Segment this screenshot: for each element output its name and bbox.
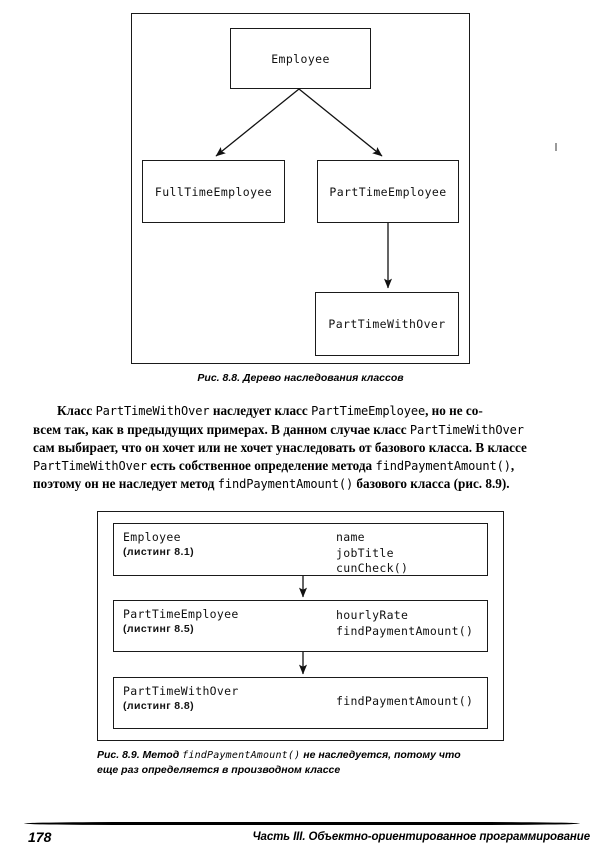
member-item: cunCheck() (336, 561, 409, 575)
para-seg: , (510, 457, 515, 473)
caption-line2: еще раз определяется в производном класс… (97, 764, 341, 776)
class-box-employee: Employee (230, 28, 371, 89)
class-row-name: PartTimeEmployee (123, 607, 239, 621)
class-row-members: findPaymentAmount() (336, 694, 473, 710)
class-row-listing: (листинг 8.5) (123, 623, 194, 635)
class-row-listing: (листинг 8.8) (123, 700, 194, 712)
member-item: findPaymentAmount() (336, 623, 474, 638)
class-row-parttimewithover: PartTimeWithOver (листинг 8.8) findPayme… (113, 677, 488, 729)
class-row-parttimeemployee: PartTimeEmployee (листинг 8.5) hourlyRat… (113, 600, 488, 652)
caption-code: findPaymentAmount() (182, 750, 301, 761)
para-seg-code: findPaymentAmount() (375, 458, 511, 473)
paragraph-line-2: всем так, как в предыдущих примерах. В д… (33, 421, 569, 440)
caption-suffix: не наследуется, потому что (300, 749, 461, 761)
member-item: jobTitle (336, 545, 394, 560)
class-row-name: PartTimeWithOver (123, 684, 239, 698)
para-seg-code: PartTimeEmployee (311, 404, 426, 418)
class-row-left: PartTimeEmployee (листинг 8.5) (114, 601, 487, 651)
class-box-fulltimeemployee: FullTimeEmployee (142, 160, 285, 223)
para-seg: всем так, как в предыдущих примерах. В д… (33, 421, 410, 437)
class-box-parttimeemployee: PartTimeEmployee (317, 160, 459, 223)
member-item: name (336, 530, 365, 544)
para-seg: , но не со- (425, 403, 483, 418)
figure-8-8-caption: Рис. 8.8. Дерево наследования классов (197, 372, 404, 384)
class-row-left: PartTimeWithOver (листинг 8.8) (114, 678, 487, 728)
para-seg: поэтому он не наследует метод (33, 476, 218, 492)
page-number: 178 (28, 829, 52, 845)
class-row-listing: (листинг 8.1) (123, 546, 194, 558)
para-seg-code: findPaymentAmount() (217, 477, 354, 492)
member-item: findPaymentAmount() (336, 694, 474, 708)
para-seg: есть собственное определение метода (147, 457, 376, 473)
class-row-employee: Employee (листинг 8.1) name jobTitle cun… (113, 523, 488, 576)
paragraph-line-3: сам выбирает, что он хочет или не хочет … (33, 439, 569, 457)
para-seg: Класс (57, 403, 96, 418)
paragraph-line-5: поэтому он не наследует метод findPaymen… (33, 475, 569, 494)
para-seg: сам выбирает, что он хочет или не хочет … (33, 440, 527, 456)
class-row-members: name jobTitle cunCheck() (336, 530, 408, 577)
body-paragraph: Класс PartTimeWithOver наследует класс P… (33, 402, 569, 494)
class-box-parttimewithover: PartTimeWithOver (315, 292, 459, 356)
para-seg-code: PartTimeWithOver (95, 404, 210, 418)
scan-speck (555, 143, 557, 151)
paragraph-line-4: PartTimeWithOver есть собственное опреде… (33, 457, 569, 476)
running-title: Часть III. Объектно-ориентированное прог… (252, 831, 590, 843)
para-seg: наследует класс (209, 403, 312, 418)
paragraph-line-1: Класс PartTimeWithOver наследует класс P… (33, 402, 569, 421)
figure-8-9-caption: Рис. 8.9. Метод findPaymentAmount() не н… (97, 748, 517, 778)
class-row-left: Employee (листинг 8.1) (114, 524, 487, 575)
footer-rule (24, 822, 580, 825)
para-seg-code: PartTimeWithOver (409, 422, 524, 437)
class-row-members: hourlyRate findPaymentAmount() (336, 608, 473, 639)
para-seg-code: PartTimeWithOver (33, 458, 147, 473)
class-row-name: Employee (123, 530, 181, 544)
member-item: hourlyRate (336, 608, 409, 622)
para-seg: базового класса (рис. 8.9). (353, 476, 510, 492)
caption-prefix: Рис. 8.9. Метод (97, 749, 183, 761)
